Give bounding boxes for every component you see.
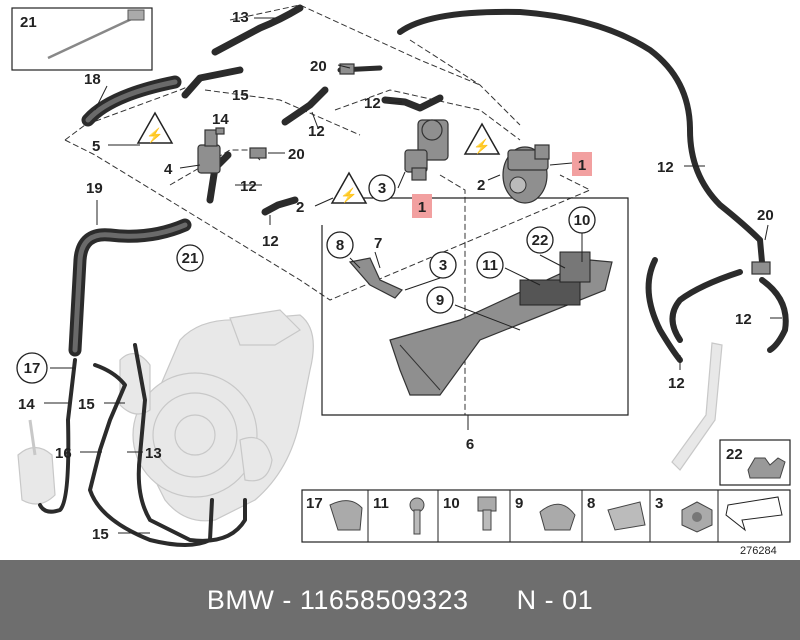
- label-9: 9: [436, 292, 444, 309]
- footer-part-number: 11658509323: [299, 584, 469, 615]
- spring-clip-icon: [607, 501, 646, 531]
- vacuum-hose-right: [397, 8, 789, 363]
- label-15-left: 15: [78, 396, 95, 413]
- label-12-f: 12: [735, 311, 752, 328]
- figure-number: 276284: [740, 545, 777, 557]
- label-12-e: 12: [657, 159, 674, 176]
- label-18: 18: [84, 71, 101, 88]
- fastener-legend: 17 11 10 9 8 3 276284: [301, 489, 791, 557]
- parts-diagram: 21 6: [11, 4, 791, 557]
- label-3-b: 3: [439, 257, 447, 274]
- label-21-box: 21: [20, 14, 37, 31]
- label-12-g: 12: [668, 375, 685, 392]
- label-10: 10: [574, 212, 591, 229]
- legend-label-11: 11: [373, 495, 389, 512]
- label-6: 6: [466, 436, 474, 453]
- footer-bar: BMW - 11658509323 N - 01: [0, 560, 800, 640]
- label-13-top: 13: [232, 9, 249, 26]
- label-8: 8: [336, 237, 344, 254]
- label-20-r: 20: [757, 207, 774, 224]
- label-22-kit: 22: [726, 446, 743, 463]
- t-connector-right: [751, 261, 771, 275]
- warning-triangle-icon: ⚡: [330, 171, 368, 204]
- solenoid-valve-4: [197, 127, 225, 174]
- label-2-a: 2: [296, 199, 304, 216]
- label-7: 7: [374, 235, 382, 252]
- label-11: 11: [482, 257, 498, 274]
- part-labels: 13 18 15 14 5 4 12 12 20 12 19 2 20 12 2…: [18, 9, 774, 543]
- label-14-left: 14: [18, 396, 35, 413]
- pressure-converter-3: [404, 119, 449, 181]
- label-21-circle: 21: [182, 250, 199, 267]
- label-2-b: 2: [477, 177, 485, 194]
- label-12-a: 12: [240, 178, 257, 195]
- cable-tie-box: [11, 7, 153, 71]
- clip-7: [348, 257, 403, 299]
- label-15-bottom: 15: [92, 526, 109, 543]
- legend-label-3: 3: [655, 495, 663, 512]
- circled-labels: 21 3 8 3 11 22 10 9 17: [16, 174, 596, 384]
- t-connector-20: [249, 147, 267, 159]
- label-19: 19: [86, 180, 103, 197]
- hose-15-top: [181, 66, 244, 99]
- clip-nut-icon: [539, 503, 576, 531]
- leader-lines: [44, 17, 782, 534]
- label-22: 22: [532, 232, 549, 249]
- label-12-top: 12: [364, 95, 381, 112]
- highlighted-part-labels: 1 1: [412, 152, 592, 218]
- warning-triangle-icon: ⚡: [136, 111, 174, 144]
- pressure-converter-2: [502, 144, 550, 204]
- label-1-b: 1: [578, 157, 586, 174]
- svg-text:⚡: ⚡: [473, 138, 490, 155]
- kit-22-box: [719, 439, 791, 486]
- arrow-indicator-icon: [725, 496, 783, 532]
- cable-tie-head: [127, 9, 145, 21]
- label-12-b: 12: [308, 123, 325, 140]
- label-3-a: 3: [378, 180, 386, 197]
- kit-22-part: [747, 457, 786, 479]
- hose-13-top: [211, 4, 304, 56]
- hose-12-lower: [261, 196, 299, 216]
- assembly-dashed-lines: [64, 4, 592, 415]
- legend-label-8: 8: [587, 495, 595, 512]
- label-5: 5: [92, 138, 100, 155]
- legend-label-9: 9: [515, 495, 523, 512]
- hose-clamp-icon: [329, 500, 363, 531]
- legend-label-17: 17: [306, 495, 323, 512]
- label-13-left: 13: [145, 445, 162, 462]
- svg-text:⚡: ⚡: [146, 127, 163, 144]
- label-17: 17: [24, 360, 41, 377]
- label-1-a: 1: [418, 199, 426, 216]
- bracket-assembly: [348, 251, 613, 396]
- cable-tie-part: [47, 13, 141, 60]
- turbocharger-outline: [17, 309, 723, 522]
- hose-12-top: [381, 94, 444, 112]
- label-16: 16: [55, 445, 72, 462]
- label-15-top: 15: [232, 87, 249, 104]
- hose-18: [81, 75, 182, 127]
- label-14-top: 14: [212, 111, 229, 128]
- footer-brand: BMW: [206, 584, 275, 615]
- hex-bolt-icon: [477, 496, 497, 512]
- svg-text:⚡: ⚡: [340, 187, 357, 204]
- label-4: 4: [164, 161, 173, 178]
- hose-19: [68, 218, 192, 357]
- warning-triangle-icon: ⚡: [463, 122, 501, 155]
- legend-label-10: 10: [443, 495, 460, 512]
- footer-page: N - 01: [516, 584, 594, 615]
- label-20-a: 20: [288, 146, 305, 163]
- label-12-c: 12: [262, 233, 279, 250]
- hose-12-mid: [281, 86, 329, 126]
- label-20-top: 20: [310, 58, 327, 75]
- turbo-vacuum-hoses: [38, 343, 247, 547]
